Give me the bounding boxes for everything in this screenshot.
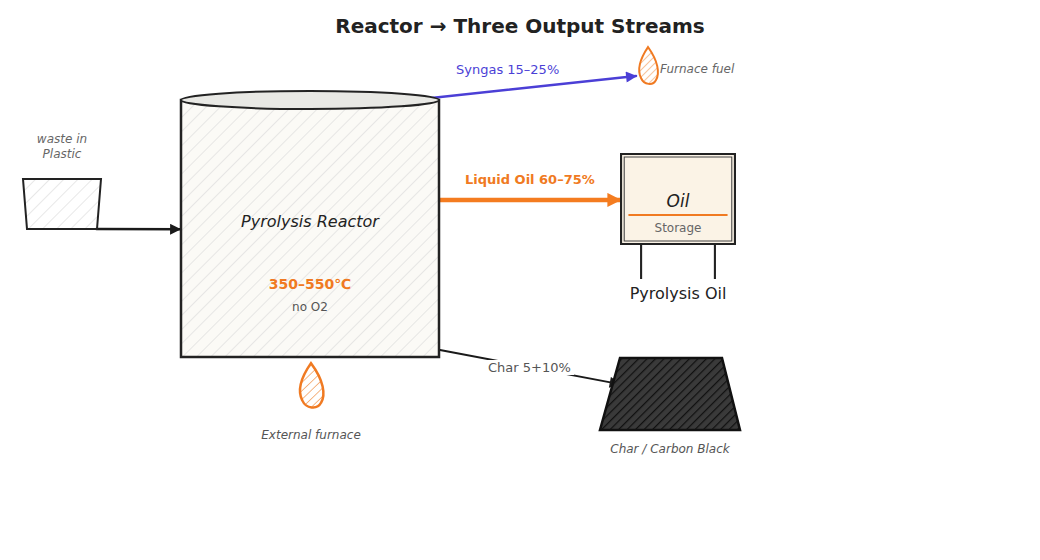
temperature-range: 350–550℃ (220, 276, 400, 294)
external-furnace-flame: External furnace (296, 362, 326, 410)
char-bin-shape (598, 356, 742, 432)
char-bin: Char / Carbon Black (598, 356, 742, 432)
furnace-fuel-flame: Furnace fuel (636, 46, 660, 86)
furnace-fuel-flame-shape (636, 46, 660, 86)
flow-arrow (96, 228, 180, 231)
char-name: Char / Carbon Black (610, 442, 729, 457)
tank-subtitle: Storage (628, 221, 728, 236)
diagram-title: Reactor → Three Output Streams (0, 14, 1040, 38)
waste-bin-shape (22, 178, 102, 230)
reactor-name: Pyrolysis Reactor (240, 212, 380, 232)
waste-bin: waste in Plastic (22, 178, 102, 230)
oxygen-note: no O2 (240, 300, 380, 315)
stream-label: Syngas 15–25% (453, 62, 562, 77)
flow-arrow (440, 198, 620, 203)
pyrolysis-reactor: Pyrolysis Reactor 350–550℃ no O2 (180, 90, 440, 358)
tank-title: Oil (628, 191, 728, 212)
bin-label: waste in Plastic (32, 132, 92, 162)
stream-label: Char 5+10% (485, 360, 574, 375)
stream-label: Liquid Oil 60–75% (462, 172, 598, 187)
oil-storage-tank: OilStoragePyrolysis Oil (620, 153, 736, 245)
flame-label: Furnace fuel (660, 62, 734, 77)
flow-arrow (440, 350, 620, 384)
product-name: Pyrolysis Oil (630, 284, 727, 304)
furnace-label: External furnace (261, 428, 361, 443)
external-furnace-flame-shape (296, 362, 326, 410)
